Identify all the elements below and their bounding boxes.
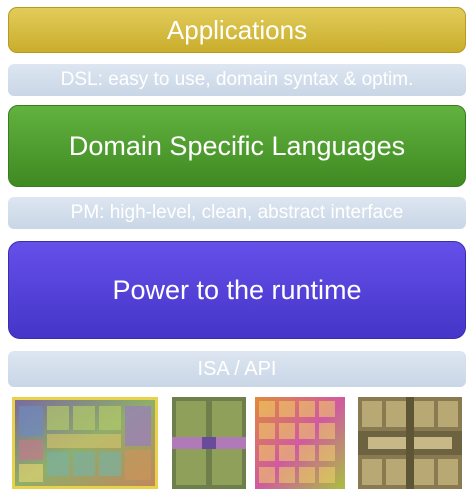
gpu-die-image [172, 397, 246, 489]
applications-layer: Applications [8, 7, 466, 53]
processor-die-image [358, 397, 462, 489]
dsl-layer: Domain Specific Languages [8, 105, 466, 187]
isa-api-layer: ISA / API [8, 351, 466, 387]
dsl-note-layer: DSL: easy to use, domain syntax & optim. [8, 64, 466, 96]
pm-note-layer: PM: high-level, clean, abstract interfac… [8, 197, 466, 229]
multicore-cpu-die-image [12, 397, 158, 489]
runtime-layer: Power to the runtime [8, 241, 466, 339]
applications-label: Applications [166, 14, 308, 45]
pm-note-label: PM: high-level, clean, abstract interfac… [70, 202, 404, 223]
dsl-note-label: DSL: easy to use, domain syntax & optim. [60, 69, 414, 90]
many-core-die-image [255, 397, 345, 489]
runtime-label: Power to the runtime [112, 274, 362, 305]
isa-api-label: ISA / API [197, 357, 277, 380]
dsl-label: Domain Specific Languages [68, 130, 406, 161]
